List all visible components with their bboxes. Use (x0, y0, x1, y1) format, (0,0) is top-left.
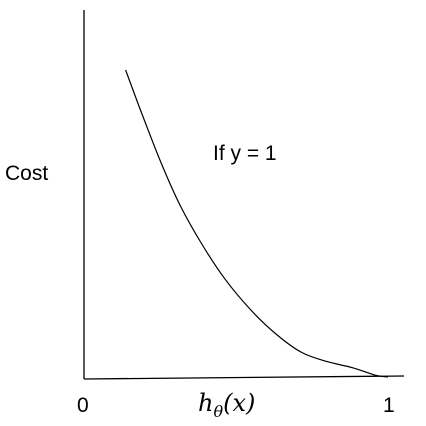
cost-curve-line (125, 69, 389, 378)
x-axis-label: hθ(x) (198, 389, 255, 421)
x-axis-label-base: h (198, 389, 213, 417)
x-axis-label-argument: (x) (223, 389, 255, 417)
cost-curve-points (125, 69, 389, 377)
curve-annotation: If y = 1 (213, 142, 277, 165)
x-tick-label: 1 (383, 394, 395, 417)
y-axis-label: Cost (5, 162, 48, 185)
x-axis-label-subscript: θ (213, 402, 223, 421)
x-tick-label: 0 (77, 394, 89, 417)
x-axis (83, 375, 405, 380)
